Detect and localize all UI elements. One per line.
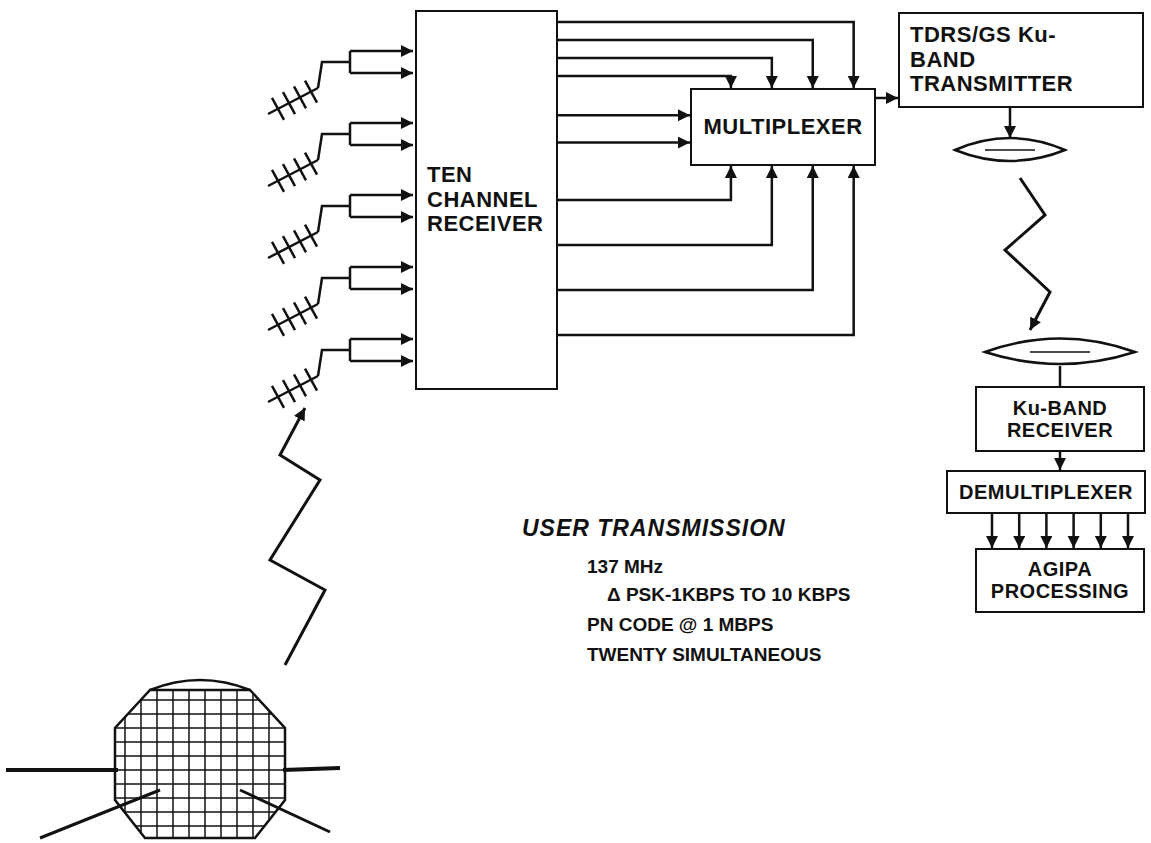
transmit-dish: [955, 138, 1065, 161]
signal-line: [558, 58, 772, 88]
feed-arrow: [1009, 108, 1012, 138]
signal-line: [558, 166, 813, 290]
signal-line: [558, 166, 854, 335]
signal-line: [558, 22, 854, 88]
signal-line: [558, 40, 813, 88]
annotation: Δ PSK-1KBPS TO 10 KBPS: [605, 584, 852, 606]
annotation: 137 MHz: [585, 556, 665, 578]
block-label: TEN CHANNEL RECEIVER: [427, 163, 543, 237]
signal-line: [1045, 514, 1048, 548]
receive-dish: [985, 339, 1135, 387]
signal-line: [876, 97, 898, 100]
satellite: [6, 680, 340, 840]
transmitter-box: TDRS/GS Ku-BAND TRANSMITTER: [898, 12, 1144, 108]
signal-line: [1072, 514, 1075, 548]
signal-line: [1018, 514, 1021, 548]
block-label: AGIPA PROCESSING: [991, 558, 1129, 603]
annotation: USER TRANSMISSION: [520, 515, 788, 542]
multiplexer-box: MULTIPLEXER: [690, 88, 876, 166]
signal-line: [558, 166, 731, 200]
signal-line: [558, 141, 690, 144]
radio-link: [270, 408, 325, 665]
demultiplexer-box: DEMULTIPLEXER: [946, 470, 1146, 514]
block-label: TDRS/GS Ku-BAND TRANSMITTER: [910, 23, 1073, 97]
annotation: PN CODE @ 1 MBPS: [585, 614, 775, 636]
receiver-box: TEN CHANNEL RECEIVER: [415, 10, 558, 390]
block-label: MULTIPLEXER: [703, 115, 862, 140]
block-label: DEMULTIPLEXER: [959, 481, 1133, 503]
signal-line: [558, 76, 731, 88]
processing-box: AGIPA PROCESSING: [975, 548, 1145, 613]
block-label: Ku-BAND RECEIVER: [1007, 397, 1113, 442]
signal-line: [1100, 514, 1103, 548]
downlink: [1005, 178, 1050, 330]
receiver-box: Ku-BAND RECEIVER: [975, 386, 1145, 452]
signal-line: [1059, 452, 1062, 470]
annotation: TWENTY SIMULTANEOUS: [585, 644, 823, 666]
signal-line: [1127, 514, 1130, 548]
signal-line: [558, 114, 690, 117]
signal-line: [991, 514, 994, 548]
signal-line: [558, 166, 772, 245]
yagi-antennas: [268, 51, 413, 408]
